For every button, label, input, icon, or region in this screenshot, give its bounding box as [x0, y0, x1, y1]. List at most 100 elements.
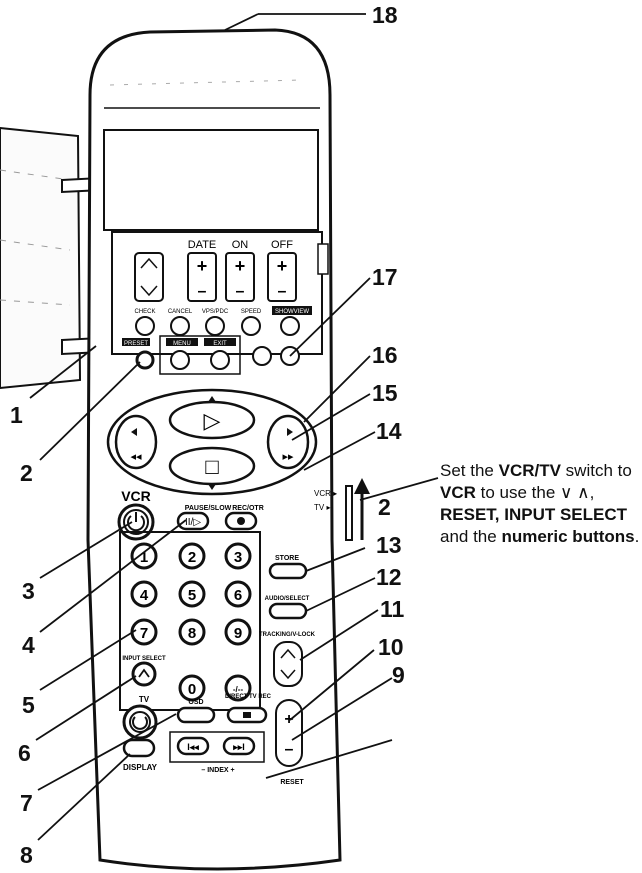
note-text-5: . [634, 527, 640, 546]
audio-select-button[interactable] [268, 602, 308, 620]
callout-11: 11 [380, 596, 405, 622]
stop-button[interactable]: □ [168, 446, 256, 490]
date-plus-minus-button[interactable]: + – [187, 252, 217, 302]
index-next-button[interactable]: ▸▸I [222, 736, 256, 756]
callout-2-left: 2 [20, 460, 33, 486]
vcr-tv-switch-note: Set the VCR/TV switch to VCR to use the … [440, 460, 640, 548]
note-text-4: and the [440, 527, 502, 546]
date-label: DATE [188, 239, 217, 251]
digit-5-button[interactable]: 5 [178, 580, 206, 608]
svg-text:4: 4 [140, 587, 149, 604]
power-icon [127, 515, 145, 532]
speed-button[interactable] [241, 316, 261, 336]
check-label: CHECK [134, 309, 155, 315]
vps-button[interactable] [205, 316, 225, 336]
callout-15: 15 [372, 380, 398, 406]
note-text-3: to use the ∨ ∧, [475, 483, 595, 502]
svg-text:+: + [284, 711, 293, 728]
index-label: – INDEX + [201, 767, 234, 774]
check-button[interactable] [135, 316, 155, 336]
switch-tv-label: TV ▸ [314, 503, 330, 512]
callout-14: 14 [376, 418, 402, 444]
digit-0-button[interactable]: 0 [178, 674, 206, 702]
exit-button[interactable] [210, 350, 230, 370]
store-button[interactable] [268, 562, 308, 580]
cancel-button[interactable] [170, 316, 190, 336]
on-label: ON [232, 239, 249, 251]
callout-12: 12 [376, 564, 402, 590]
off-plus: + [277, 256, 288, 276]
speed-label: SPEED [241, 309, 262, 315]
flip-cover [0, 126, 104, 390]
svg-text:-/--: -/-- [233, 685, 244, 694]
digit-9-button[interactable]: 9 [224, 618, 252, 646]
digit-8-button[interactable]: 8 [178, 618, 206, 646]
callout-2-right: 2 [378, 494, 391, 520]
callout-8: 8 [20, 842, 33, 868]
digit-1-button[interactable]: 1 [130, 542, 158, 570]
osd-button[interactable] [176, 706, 216, 724]
svg-text:9: 9 [234, 625, 242, 642]
showview-button[interactable] [280, 316, 300, 336]
osd-label: OSD [188, 699, 203, 706]
digit-4-button[interactable]: 4 [130, 580, 158, 608]
off-label: OFF [271, 239, 293, 251]
rec-otr-button[interactable] [224, 511, 258, 531]
dash-button[interactable]: -/-- [224, 674, 252, 702]
menu-button[interactable] [170, 350, 190, 370]
volume-button[interactable]: + – [275, 699, 303, 767]
preset-button[interactable] [135, 350, 155, 370]
on-minus: – [236, 283, 245, 300]
callout-3: 3 [22, 578, 35, 604]
digit-7-button[interactable]: 7 [130, 618, 158, 646]
rewind-icon: ◂◂ [130, 451, 142, 463]
on-plus-minus-button[interactable]: + – [225, 252, 255, 302]
input-select-button[interactable] [131, 661, 157, 687]
digit-2-button[interactable]: 2 [178, 542, 206, 570]
callout-5: 5 [22, 692, 35, 718]
tracking-button[interactable] [273, 641, 303, 687]
rec-otr-label: REC/OTR [232, 505, 264, 512]
callout-9: 9 [392, 662, 405, 688]
tv-label: TV [139, 695, 150, 704]
tv-power-icon [132, 716, 148, 730]
svg-text:1: 1 [140, 549, 148, 566]
svg-text:–: – [285, 741, 294, 758]
reset-label: RESET [280, 779, 304, 786]
vcr-power-button[interactable] [117, 503, 155, 541]
rewind-button[interactable]: ◂◂ [114, 414, 158, 470]
direct-rec-label: DIRECT TV REC [225, 694, 272, 700]
off-plus-minus-button[interactable]: + – [267, 252, 297, 302]
play-button[interactable]: ▷ [168, 396, 256, 440]
tracking-label: TRACKING/V-LOCK [259, 632, 316, 638]
digit-3-button[interactable]: 3 [224, 542, 252, 570]
callout-4: 4 [22, 632, 35, 658]
timer-rec-button[interactable] [252, 346, 272, 366]
pause-slow-label: PAUSE/SLOW [185, 505, 232, 512]
index-prev-button[interactable]: I◂◂ [176, 736, 210, 756]
svg-text:5: 5 [188, 587, 196, 604]
channel-up-down-button[interactable] [134, 252, 164, 302]
display-button[interactable] [122, 738, 156, 758]
menu-label: MENU [173, 341, 191, 347]
note-bold-2: VCR [440, 483, 476, 502]
note-bold-4: numeric buttons [501, 527, 635, 546]
date-plus: + [197, 256, 208, 276]
fast-forward-icon: ▸▸ [282, 451, 294, 463]
cancel-label: CANCEL [168, 309, 193, 315]
pause-slow-button[interactable]: II/▷ [176, 511, 210, 531]
fast-forward-button[interactable]: ▸▸ [266, 414, 310, 470]
vcr-tv-switch[interactable] [345, 485, 353, 541]
vcr-label: VCR [121, 488, 151, 504]
svg-text:3: 3 [234, 549, 242, 566]
svg-text:▸▸I: ▸▸I [232, 742, 245, 752]
callout-18: 18 [372, 2, 398, 28]
note-bold-3: RESET, INPUT SELECT [440, 505, 628, 524]
input-select-label: INPUT SELECT [122, 656, 166, 662]
svg-text:7: 7 [140, 625, 148, 642]
svg-text:I◂◂: I◂◂ [187, 742, 199, 752]
leader-lines [29, 13, 439, 841]
direct-tv-rec-button[interactable] [226, 706, 268, 724]
digit-6-button[interactable]: 6 [224, 580, 252, 608]
